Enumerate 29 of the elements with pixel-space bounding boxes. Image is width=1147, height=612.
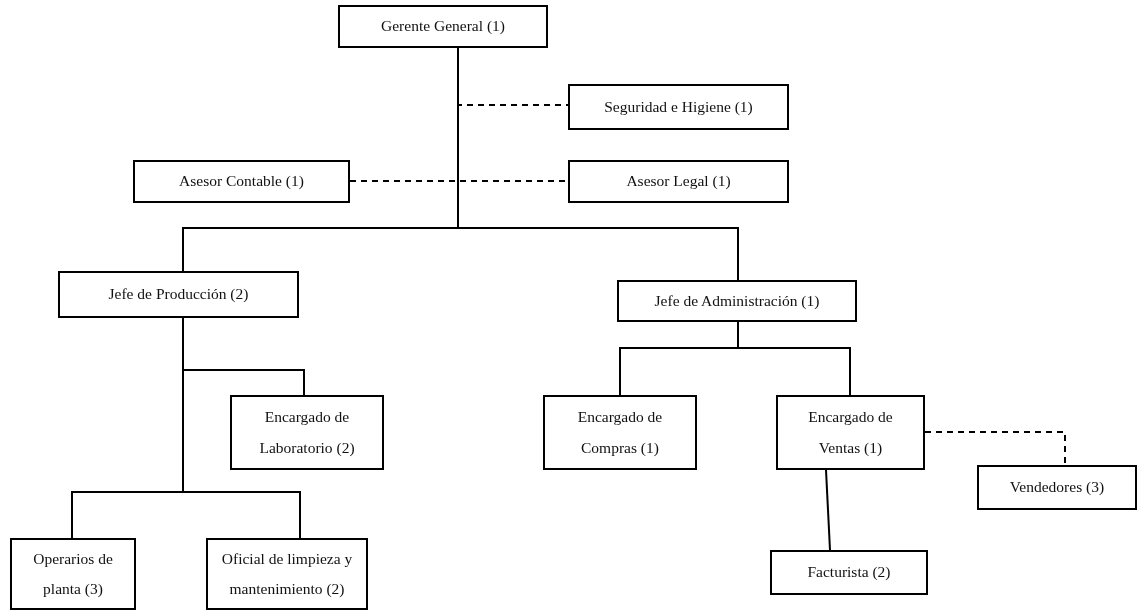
dashed-connector [924, 431, 1066, 466]
position-box [338, 5, 548, 48]
position-box [568, 84, 789, 130]
position-box [230, 395, 384, 470]
position-title: Operarios de planta (3) [32, 548, 114, 599]
position-box [617, 280, 857, 322]
position-title: Encargado de Ventas (1) [807, 407, 894, 458]
position-title: Facturista (2) [807, 563, 891, 582]
position-box [133, 160, 350, 203]
position-title: Asesor Legal (1) [626, 172, 731, 191]
position-title: Oficial de limpieza y mantenimiento (2) [220, 548, 354, 599]
position-box [58, 271, 299, 318]
position-box [568, 160, 789, 203]
position-box [206, 538, 368, 610]
position-box [776, 395, 925, 470]
position-title: Asesor Contable (1) [179, 172, 304, 191]
position-box [977, 465, 1137, 510]
connector-line [825, 469, 831, 551]
position-box [543, 395, 697, 470]
connector-line [182, 317, 301, 539]
position-title: Vendedores (3) [1009, 478, 1105, 497]
position-title: Jefe de Administración (1) [654, 291, 820, 311]
position-box [770, 550, 928, 595]
position-title: Encargado de Compras (1) [576, 407, 664, 458]
position-title: Gerente General (1) [381, 17, 505, 36]
position-box [10, 538, 136, 610]
position-title: Encargado de Laboratorio (2) [258, 407, 356, 458]
position-title: Seguridad e Higiene (1) [604, 97, 753, 117]
position-title: Jefe de Producción (2) [108, 285, 249, 304]
